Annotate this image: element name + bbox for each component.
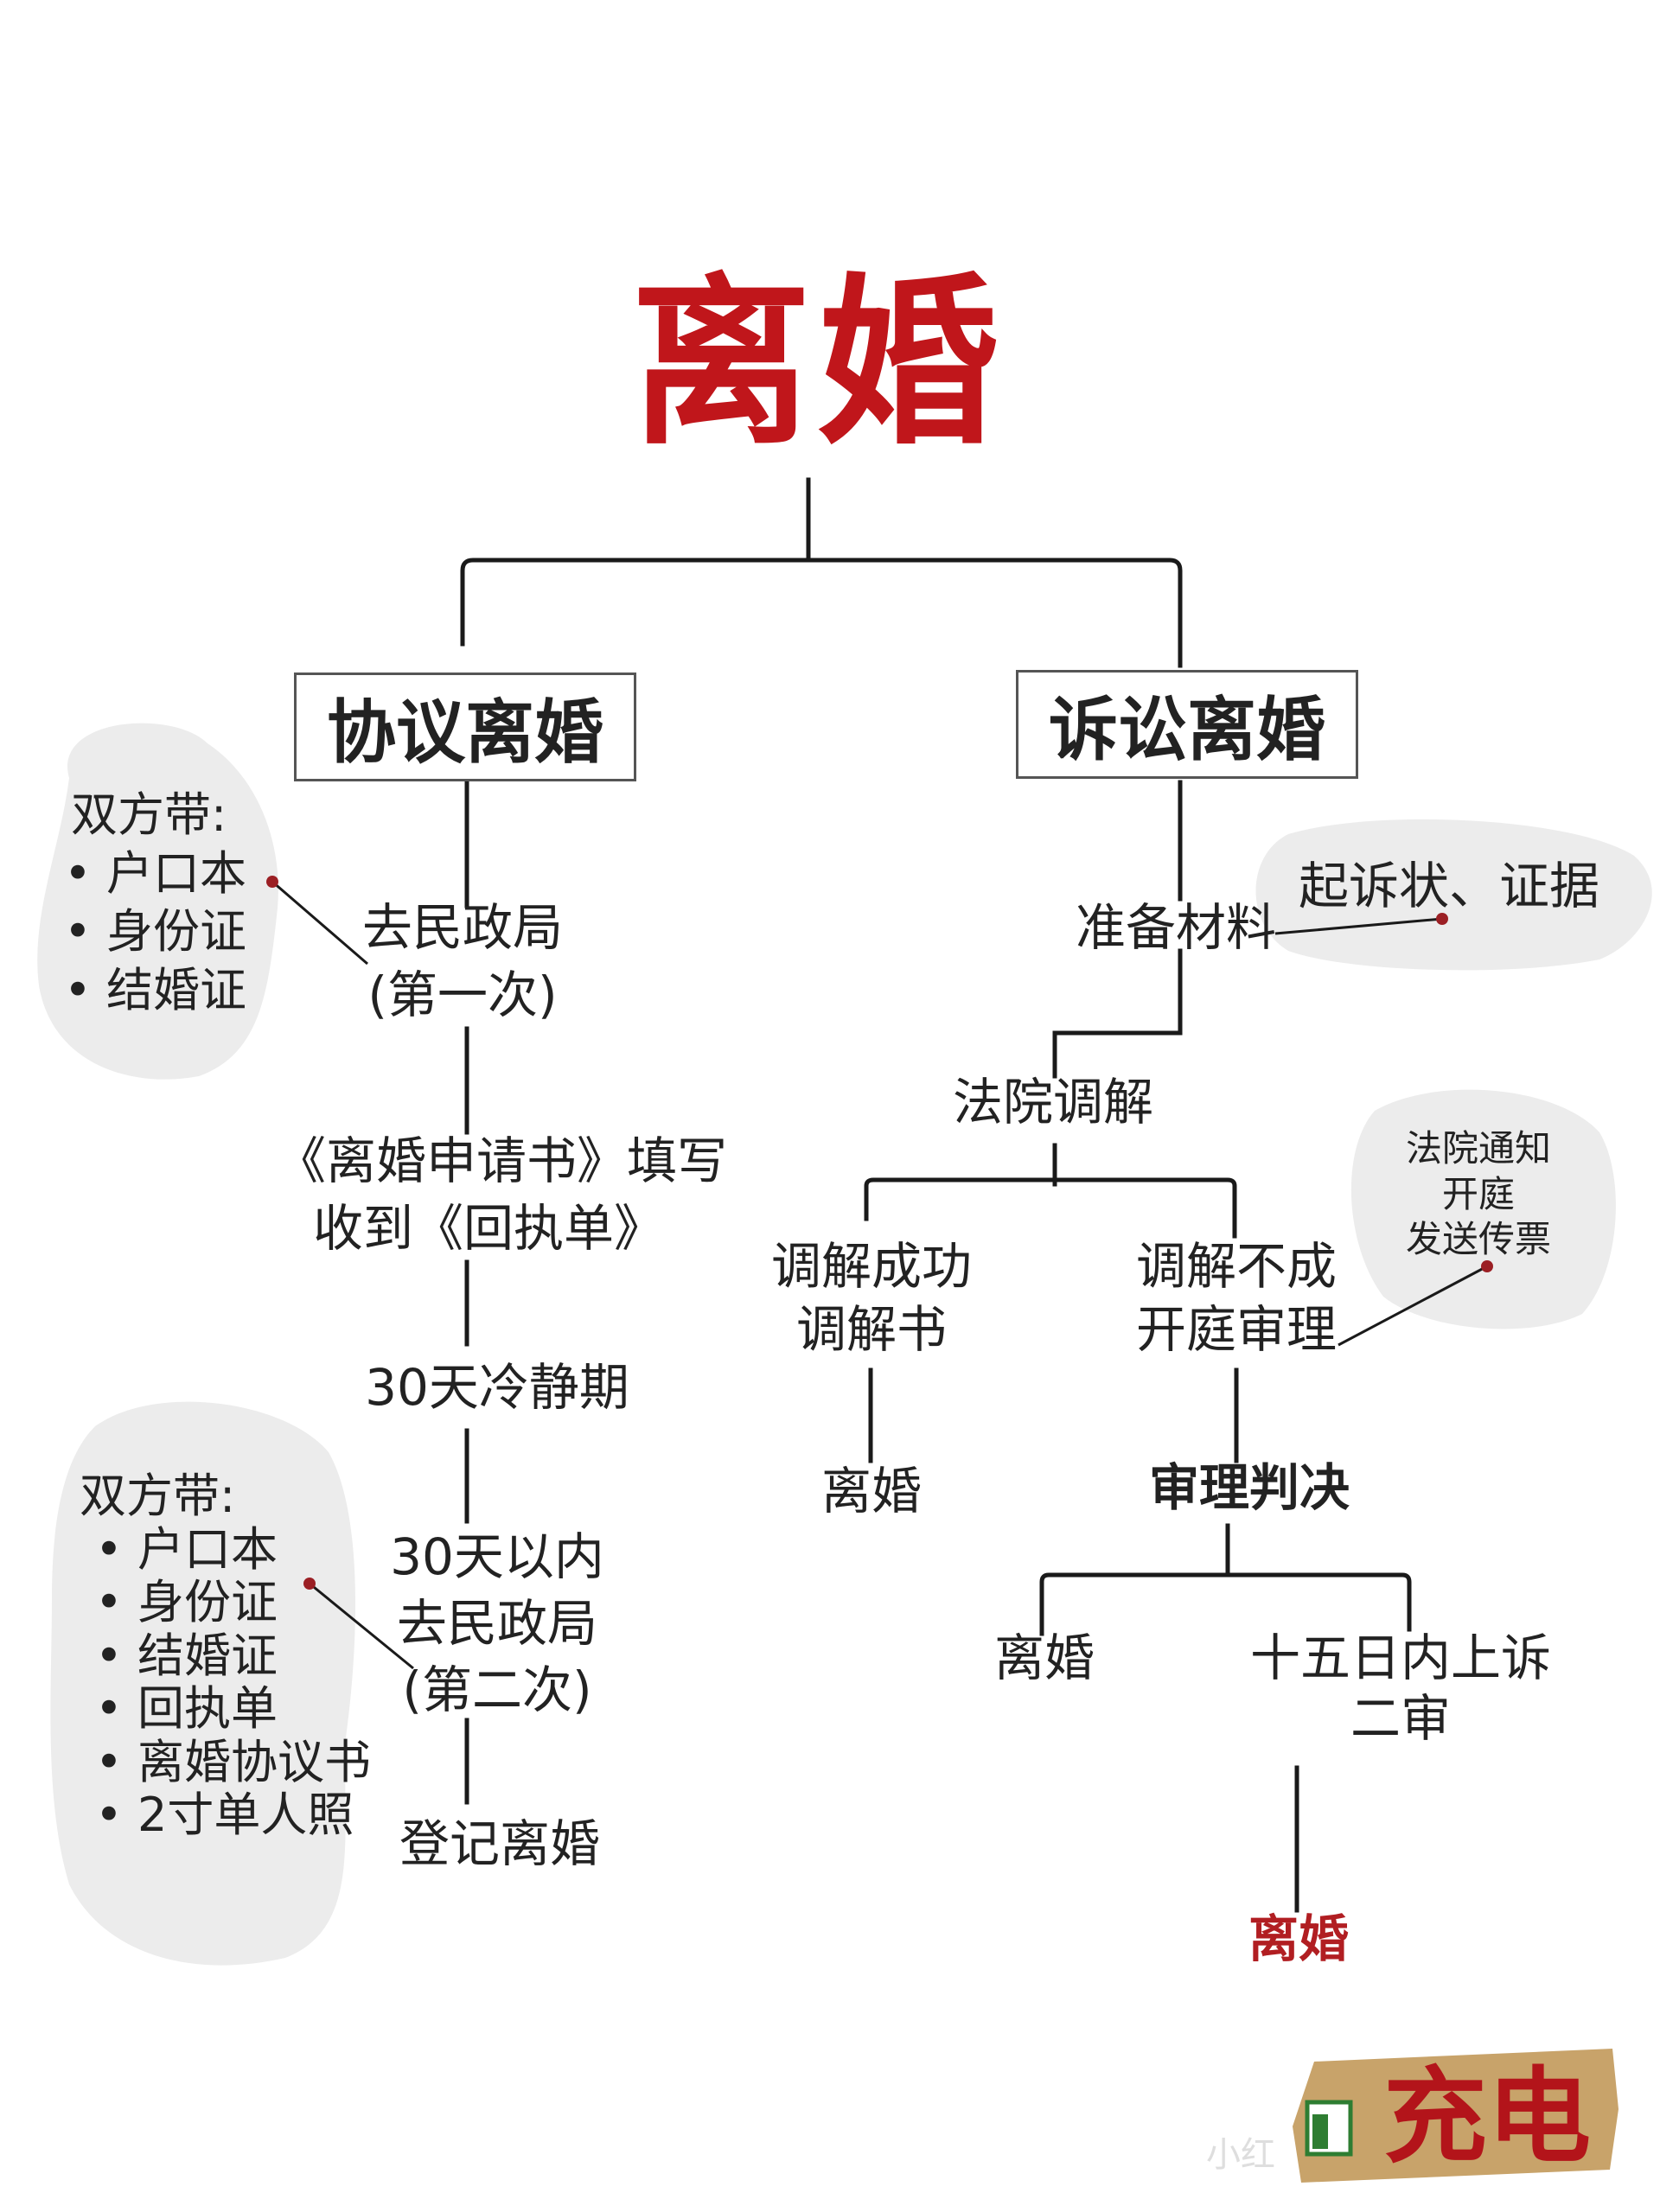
left-note1-item: 户口本 [64,842,246,901]
mediation-success-line1: 调解成功 [770,1237,973,1296]
left-step2-line2: 收到《回执单》 [312,1199,665,1258]
left-step4-line2: 去民政局 [396,1594,598,1653]
left-note1: 双方带: 户口本 身份证 结婚证 [71,788,246,1017]
left-step4-line1: 30天以内 [390,1527,604,1586]
left-note2-item: 结婚证 [95,1629,371,1683]
agreement-divorce-label: 协议离婚 [327,692,603,773]
left-step4-line3: (第二次) [402,1661,592,1719]
right-step1: 准备材料 [1075,898,1277,957]
left-note1-item: 身份证 [64,900,246,959]
litigation-divorce-box: 诉讼离婚 [1016,670,1358,779]
page-title: 离婚 [629,258,1005,469]
left-step1-line1: 去民政局 [361,898,564,957]
left-note2: 双方带: 户口本 身份证 结婚证 回执单 离婚协议书 2寸单人照 [80,1469,371,1842]
right-note1: 起诉状、证据 [1299,857,1600,915]
judgment: 审理判决 [1148,1458,1350,1517]
left-note2-heading: 双方带: [80,1469,236,1523]
court-notice-note-line1: 法院通知 [1405,1127,1552,1170]
left-step1-line2: (第一次) [367,966,558,1024]
left-note2-item: 户口本 [95,1522,371,1577]
mediation-fail-line2: 开庭审理 [1135,1300,1338,1359]
left-note2-item: 回执单 [95,1682,371,1736]
judgment-result: 离婚 [993,1629,1095,1687]
left-note1-item: 结婚证 [64,959,246,1017]
right-step2: 法院调解 [952,1073,1154,1131]
left-note1-heading: 双方带: [71,787,227,842]
left-note2-item: 离婚协议书 [95,1736,371,1789]
mediation-success-line2: 调解书 [795,1300,948,1359]
appeal-line2: 二审 [1350,1689,1452,1748]
court-notice-note-line3: 发送传票 [1405,1218,1552,1260]
left-note2-item: 身份证 [95,1576,371,1629]
mediation-success-result: 离婚 [820,1462,923,1520]
court-notice-note-line2: 开庭 [1441,1173,1516,1215]
agreement-divorce-box: 协议离婚 [294,673,636,781]
final-divorce: 离婚 [1248,1909,1350,1968]
left-step2-line1: 《离婚申请书》填写 [275,1131,728,1190]
charge-badge-text: 充电 [1383,2057,1591,2177]
watermark: 小红 [1206,2135,1275,2175]
litigation-divorce-label: 诉讼离婚 [1049,690,1325,770]
note-blob-right-1 [1255,819,1652,971]
appeal-line1: 十五日内上诉 [1249,1629,1552,1687]
left-note2-item: 2寸单人照 [95,1788,371,1842]
left-step5: 登记离婚 [399,1814,601,1873]
mediation-fail-line1: 调解不成 [1135,1237,1338,1296]
left-step3: 30天冷静期 [365,1358,629,1417]
charge-badge-bg [1293,2049,1618,2183]
note-blob-right-2 [1350,1089,1616,1329]
